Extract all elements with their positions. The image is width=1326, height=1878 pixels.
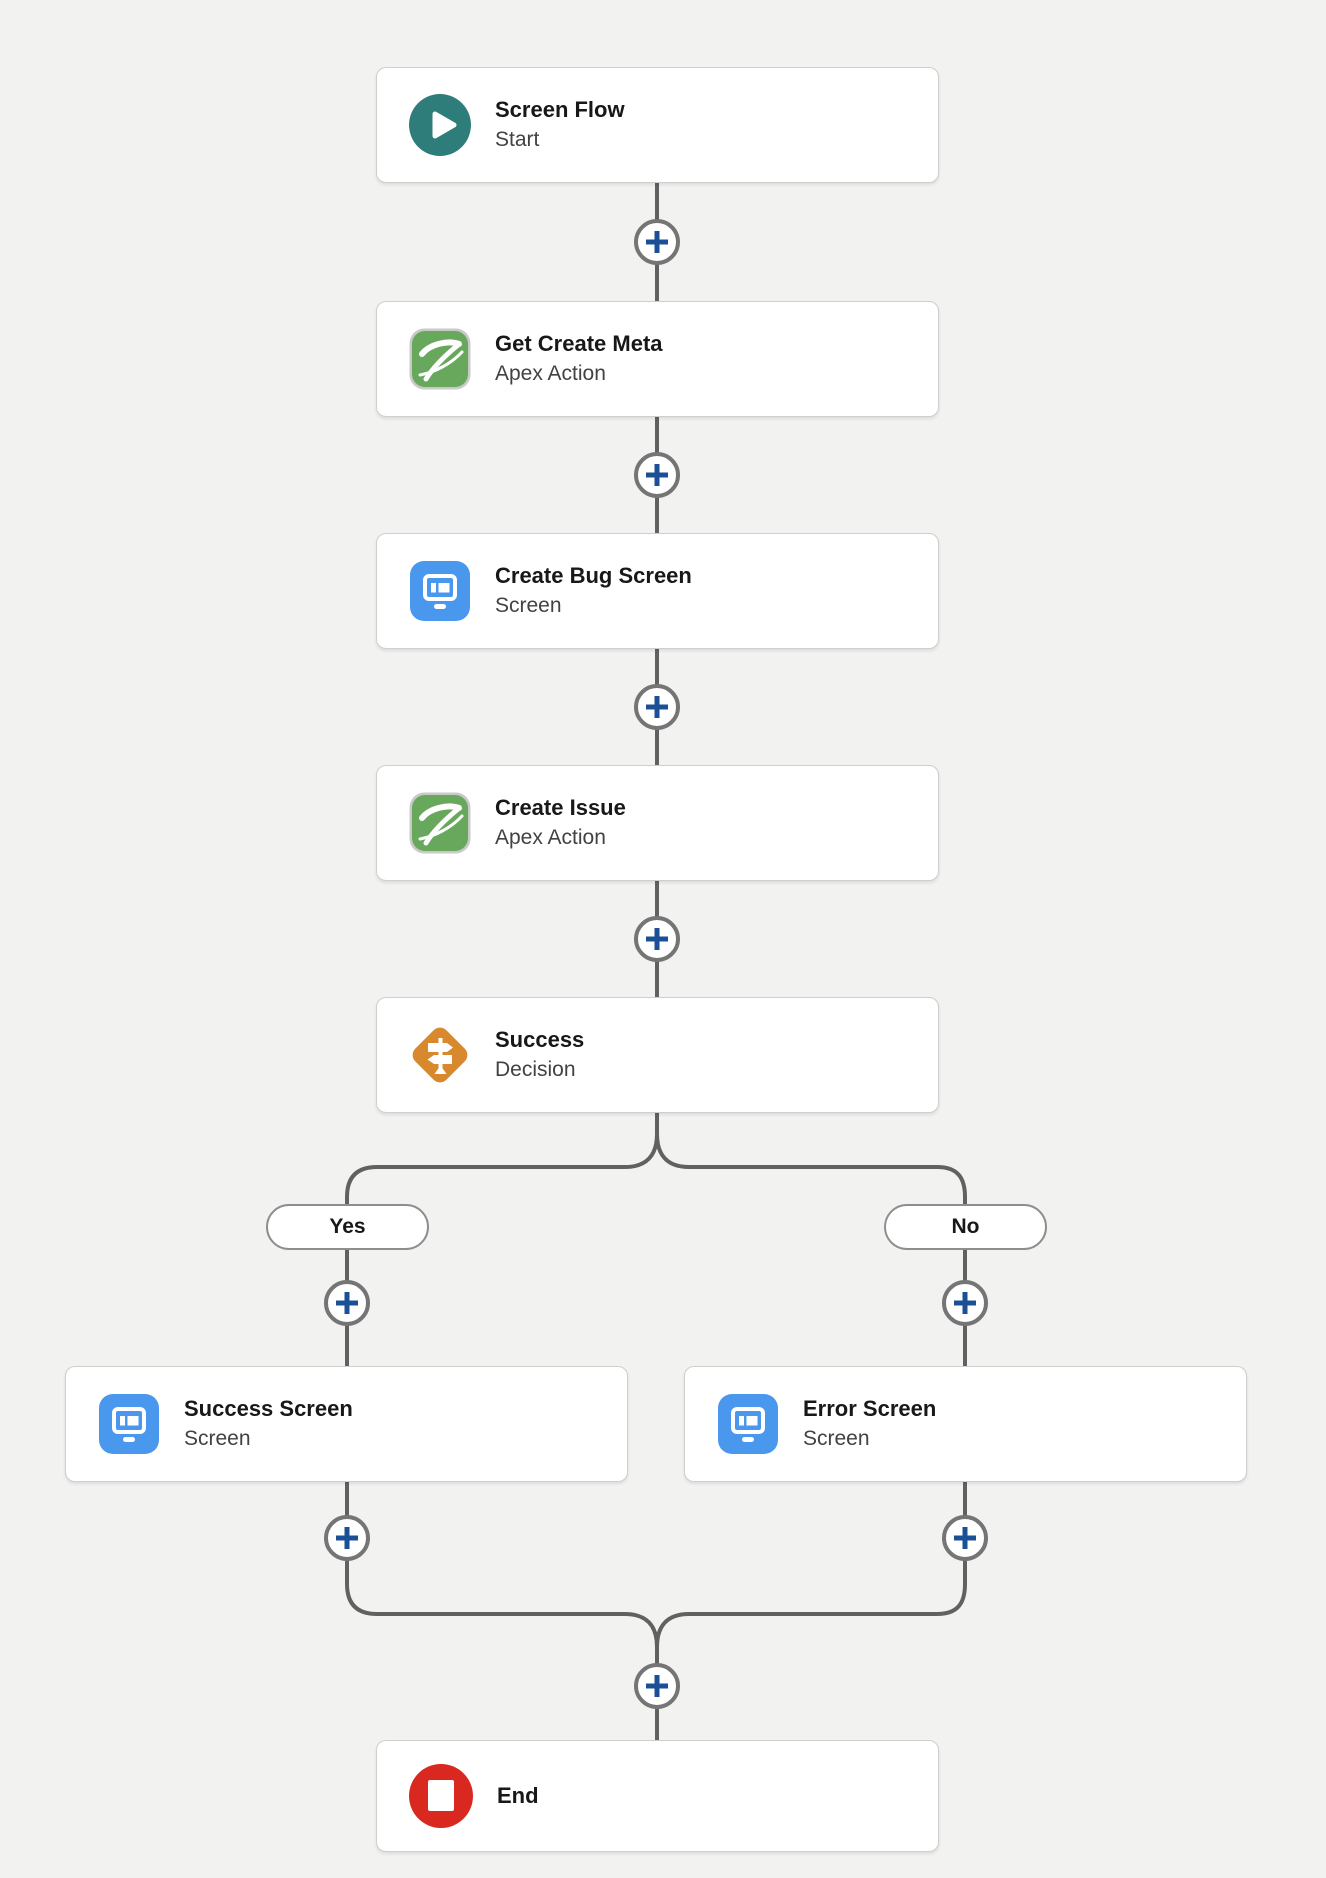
node-title: Create Bug Screen	[495, 563, 692, 588]
node-create-bug-screen[interactable]: Create Bug Screen Screen	[376, 533, 939, 649]
start-play-icon	[409, 94, 471, 156]
add-element-button[interactable]	[634, 684, 680, 730]
add-element-button[interactable]	[942, 1515, 988, 1561]
branch-label-text: Yes	[329, 1215, 366, 1238]
node-title: Screen Flow	[495, 97, 625, 122]
node-subtitle: Screen	[803, 1427, 870, 1450]
node-title: Success	[495, 1027, 585, 1052]
screen-icon	[98, 1393, 160, 1455]
node-subtitle: Apex Action	[495, 826, 606, 849]
node-subtitle: Start	[495, 128, 540, 151]
plus-icon	[646, 231, 668, 253]
node-get-create-meta[interactable]: Get Create Meta Apex Action	[376, 301, 939, 417]
node-subtitle: Screen	[495, 594, 562, 617]
plus-icon	[646, 1675, 668, 1697]
add-element-button[interactable]	[634, 219, 680, 265]
add-element-button[interactable]	[634, 916, 680, 962]
add-element-button[interactable]	[324, 1280, 370, 1326]
add-element-button[interactable]	[942, 1280, 988, 1326]
add-element-button[interactable]	[634, 452, 680, 498]
apex-action-icon	[409, 792, 471, 854]
plus-icon	[646, 928, 668, 950]
node-success-screen[interactable]: Success Screen Screen	[65, 1366, 628, 1482]
plus-icon	[954, 1292, 976, 1314]
branch-label-text: No	[951, 1215, 980, 1238]
node-subtitle: Screen	[184, 1427, 251, 1450]
node-end[interactable]: End	[376, 1740, 939, 1852]
plus-icon	[954, 1527, 976, 1549]
connector-merge-no	[655, 1480, 967, 1649]
branch-label-yes: Yes	[266, 1204, 429, 1250]
plus-icon	[336, 1527, 358, 1549]
screen-icon	[409, 560, 471, 622]
node-title: Create Issue	[495, 795, 626, 820]
branch-label-no: No	[884, 1204, 1047, 1250]
node-success-decision[interactable]: Success Decision	[376, 997, 939, 1113]
node-title: End	[497, 1783, 539, 1808]
node-title: Error Screen	[803, 1396, 937, 1421]
node-screen-flow-start[interactable]: Screen Flow Start	[376, 67, 939, 183]
add-element-button[interactable]	[634, 1663, 680, 1709]
decision-signpost-icon	[409, 1024, 471, 1086]
end-icon	[409, 1764, 473, 1828]
node-subtitle: Apex Action	[495, 362, 606, 385]
node-create-issue[interactable]: Create Issue Apex Action	[376, 765, 939, 881]
screen-icon	[717, 1393, 779, 1455]
node-title: Get Create Meta	[495, 331, 663, 356]
connector-branch-yes	[345, 1111, 659, 1368]
node-title: Success Screen	[184, 1396, 353, 1421]
plus-icon	[336, 1292, 358, 1314]
connector-merge-yes	[345, 1480, 659, 1742]
plus-icon	[646, 464, 668, 486]
plus-icon	[646, 696, 668, 718]
connector-branch-no	[655, 1111, 967, 1368]
node-error-screen[interactable]: Error Screen Screen	[684, 1366, 1247, 1482]
add-element-button[interactable]	[324, 1515, 370, 1561]
node-subtitle: Decision	[495, 1058, 576, 1081]
apex-action-icon	[409, 328, 471, 390]
